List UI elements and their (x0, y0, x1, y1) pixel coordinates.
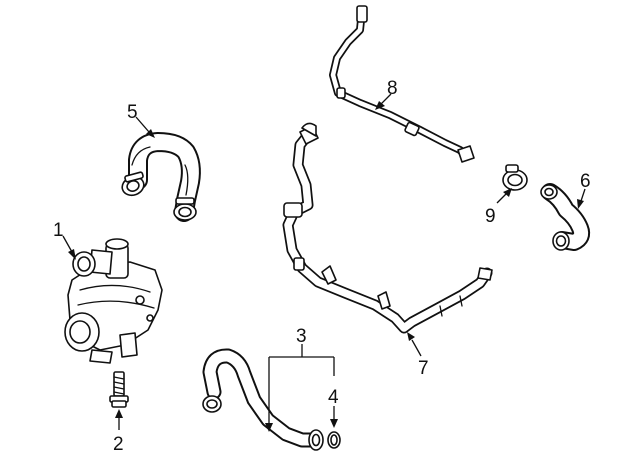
part-4-o-ring[interactable] (327, 431, 341, 449)
callout-9: 9 (485, 206, 496, 227)
callout-4: 4 (328, 387, 339, 408)
part-5-hose[interactable] (120, 132, 201, 222)
part-7-pipe-assembly[interactable] (282, 122, 493, 334)
callout-3: 3 (296, 326, 307, 347)
callout-6: 6 (580, 171, 591, 192)
part-2-bolt[interactable] (109, 371, 129, 408)
callout-8: 8 (387, 78, 398, 99)
part-6-hose[interactable] (540, 183, 591, 251)
callout-2: 2 (113, 434, 124, 455)
callout-1: 1 (53, 220, 64, 241)
callout-7: 7 (418, 358, 429, 379)
part-9-clamp[interactable] (502, 164, 528, 191)
callout-leaders (62, 93, 586, 432)
part-3-hose[interactable] (202, 348, 324, 451)
callout-5: 5 (127, 102, 138, 123)
part-1-thermostat-housing[interactable] (64, 238, 163, 364)
part-8-coolant-line[interactable] (329, 5, 475, 163)
